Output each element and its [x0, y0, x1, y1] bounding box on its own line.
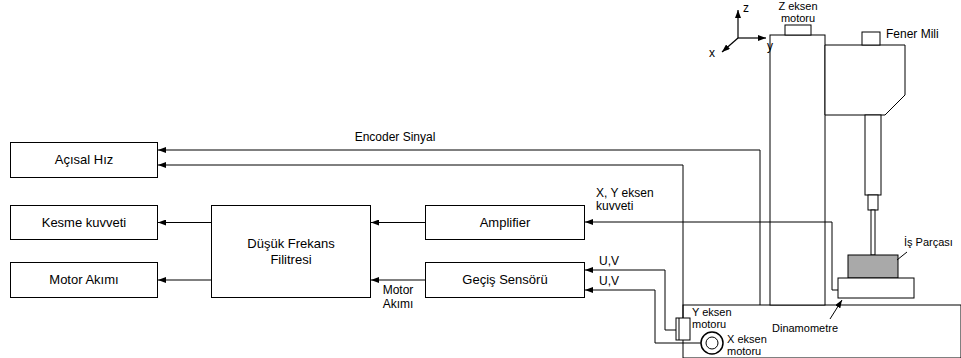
- uv-wire: [585, 270, 676, 330]
- cutting-tool: [871, 210, 875, 255]
- z-motor: [785, 25, 811, 35]
- text-label: x: [709, 47, 721, 60]
- spindle-arm: [825, 45, 905, 115]
- axis-z: [737, 10, 738, 38]
- process-box: Amplifier: [425, 205, 585, 240]
- process-box: Motor Akımı: [10, 262, 158, 298]
- encoder-wire: [158, 150, 760, 305]
- signal-arrow: [158, 222, 211, 223]
- y-motor: [676, 318, 690, 340]
- box-text: Motor Akımı: [49, 272, 118, 288]
- text-label: Encoder Sinyal: [340, 131, 450, 144]
- process-box: Geçiş Sensörü: [425, 262, 585, 298]
- text-label: y: [767, 40, 779, 53]
- signal-arrow: [371, 280, 425, 281]
- text-label: X eksen motoru: [727, 333, 771, 357]
- text-label: z: [743, 2, 755, 15]
- axis-y: [738, 37, 766, 38]
- y-motor-detail: [679, 318, 680, 340]
- uv-wire: [585, 290, 701, 343]
- chuck: [868, 195, 878, 210]
- box-text: Geçiş Sensörü: [462, 272, 547, 288]
- text-label: Fener Mili: [886, 28, 956, 41]
- box-text: Düşük Frekans Filitresi: [241, 236, 341, 267]
- box-text: Açısal Hız: [55, 152, 114, 168]
- signal-arrow: [158, 280, 211, 281]
- text-label: İş Parçası: [904, 236, 958, 248]
- text-label: Z eksen motoru: [770, 0, 826, 24]
- box-text: Amplifier: [480, 215, 531, 231]
- leader-line: [830, 300, 842, 319]
- encoder-wire: [158, 165, 683, 318]
- x-motor: [701, 332, 723, 354]
- machine-column: [770, 35, 825, 305]
- spindle: [865, 115, 881, 195]
- text-label: X, Y eksen kuvveti: [596, 187, 664, 213]
- machine-base: [683, 305, 961, 358]
- workpiece: [848, 255, 898, 278]
- process-box: Kesme kuvveti: [10, 205, 158, 240]
- x-motor-detail: [706, 337, 718, 349]
- text-label: Dinamometre: [772, 322, 852, 334]
- force-wire: [585, 222, 838, 290]
- process-box: Düşük Frekans Filitresi: [211, 205, 371, 298]
- axis-x: [722, 38, 738, 52]
- text-label: Y eksen motoru: [692, 306, 738, 330]
- text-label: U,V: [599, 275, 629, 288]
- leader-line: [897, 252, 907, 260]
- process-box: Açısal Hız: [10, 142, 158, 178]
- spindle-motor: [862, 32, 880, 45]
- box-text: Kesme kuvveti: [42, 215, 127, 231]
- text-label: U,V: [599, 255, 629, 268]
- signal-arrow: [371, 222, 425, 223]
- dynamometer: [838, 278, 914, 298]
- edge-label: Motor Akımı: [374, 284, 422, 312]
